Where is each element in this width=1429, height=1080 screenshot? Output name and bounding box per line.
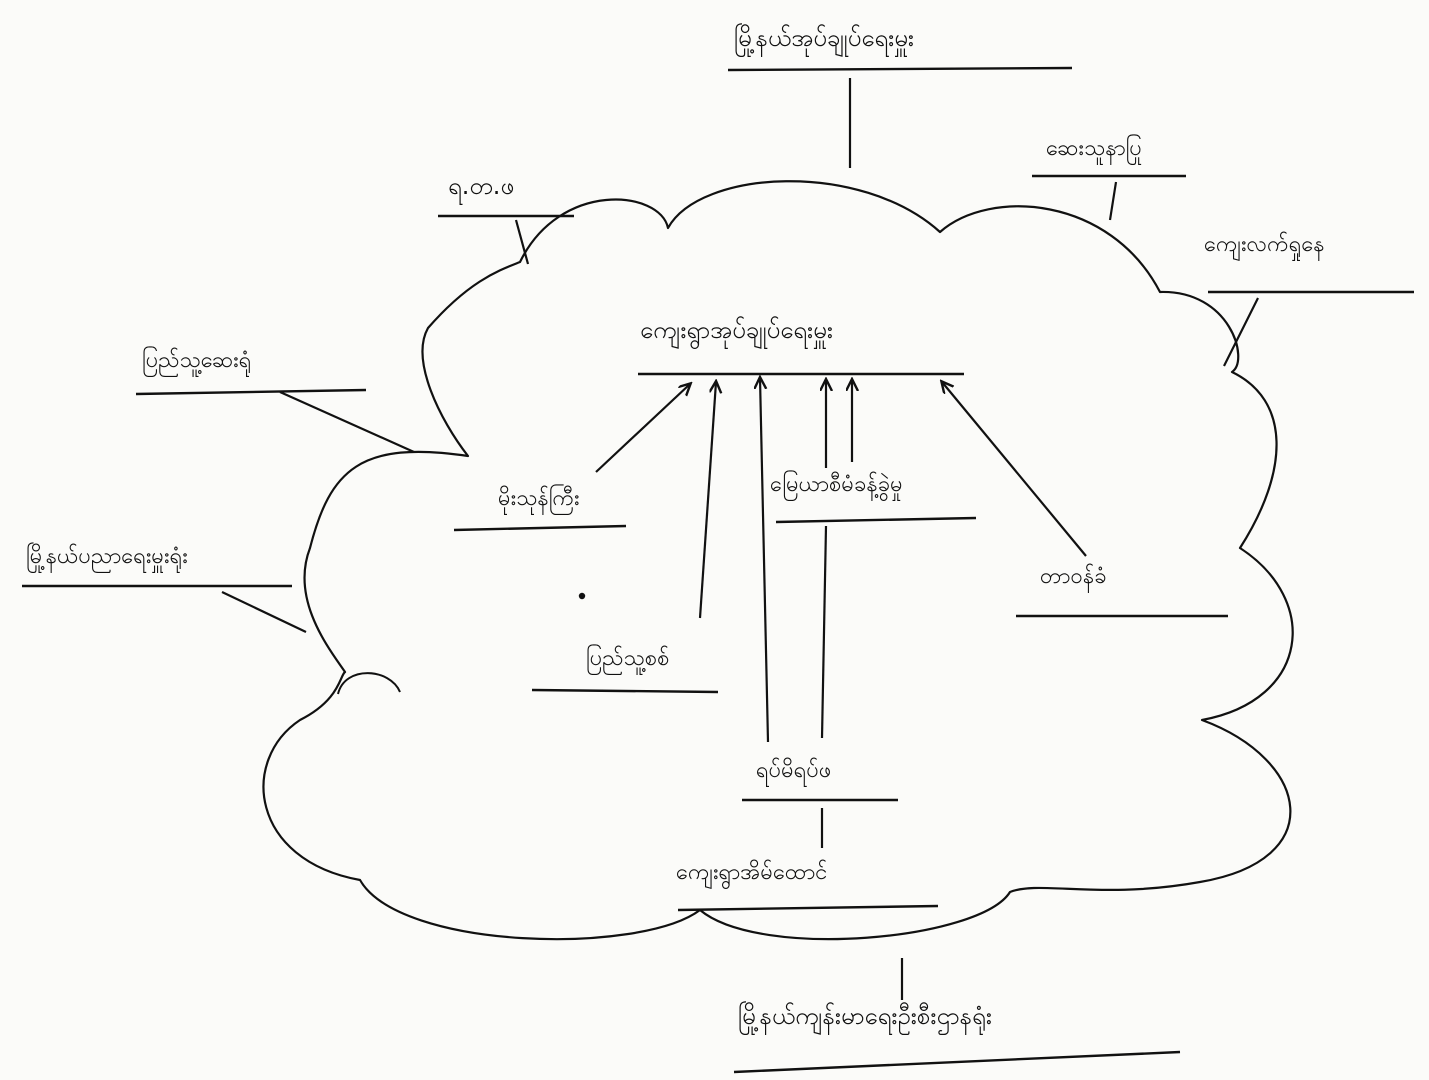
- arrow-a-to-center: [595, 384, 690, 473]
- outer-popcare-connector: [279, 390, 415, 454]
- outer-edu-connector: [221, 591, 307, 633]
- inner-f-underline: [677, 904, 939, 912]
- outer-ulp-connector: [514, 219, 530, 265]
- inner-node-c-label: မြေယာစီမံခန့်ခွဲမှု: [770, 472, 903, 497]
- outer-popcare-underline: [135, 388, 367, 396]
- inner-a-underline: [453, 524, 627, 532]
- cloud-outline: [262, 180, 1294, 941]
- inner-c-underline: [775, 516, 977, 524]
- arrow-e-to-center: [760, 378, 770, 743]
- outer-node-ulp-label: ရ.တ.ဖ: [448, 172, 515, 200]
- outer-node-school-label: ကျေးလက်ရှုနေ: [1204, 232, 1325, 257]
- inner-b-underline: [531, 688, 719, 694]
- outer-node-edu-label: မြို့နယ်ပညာရေးမှူးရုံး: [26, 544, 188, 569]
- outer-node-top-label: မြို့နယ်အုပ်ချုပ်ရေးမှူး: [734, 24, 915, 52]
- arrow-d-to-center: [942, 382, 1087, 557]
- stray-dot: [578, 592, 586, 600]
- inner-node-f-label: ကျေးရွာအိမ်ထောင်: [676, 860, 828, 885]
- outer-node-bottom-label: မြို့နယ်ကျန်းမာရေးဦးစီးဌာနရုံး: [738, 1002, 992, 1030]
- connector-e-to-c: [820, 525, 828, 739]
- outer-node-popcare-label: ပြည်သူ့ဆေးရုံ: [142, 348, 252, 373]
- center-node-label: ကျေးရွာအုပ်ချုပ်ရေးမှူး: [640, 316, 833, 344]
- inner-node-e-label: ရပ်မိရပ်ဖ: [756, 758, 832, 783]
- inner-node-a-label: မိုးသုန်ကြီး: [498, 486, 580, 511]
- inner-node-b-label: ပြည်သူ့စစ်: [586, 646, 670, 671]
- arrow-b-to-center: [698, 382, 716, 619]
- outer-school-connector: [1223, 297, 1259, 367]
- outer-node-health-label: ဆေးသူနာပြု: [1046, 136, 1142, 161]
- outer-health-connector: [1108, 181, 1118, 221]
- inner-node-d-label: တာဝန်ခံ: [1040, 564, 1107, 589]
- outer-bottom-underline: [733, 1050, 1181, 1074]
- outer-top-underline: [727, 66, 1073, 72]
- cloud-curl: [337, 672, 401, 695]
